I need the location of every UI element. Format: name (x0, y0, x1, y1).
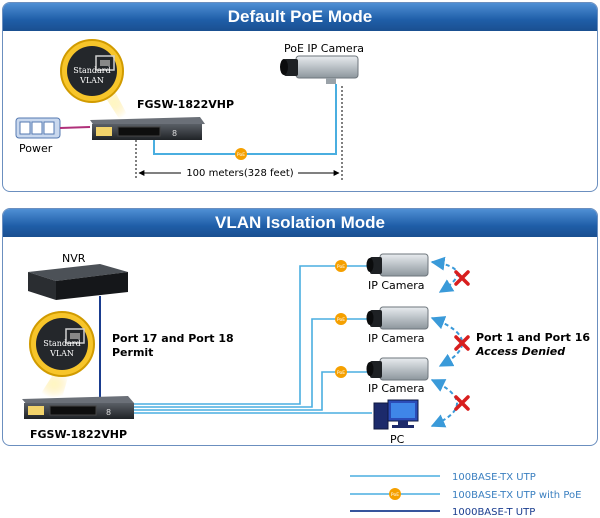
poe-marker-camera-2: PoE (335, 313, 347, 325)
standard-vlan-badge-bottom (29, 311, 95, 398)
badge-top-line1: Standard (73, 66, 110, 75)
permit-label-line2: Permit (112, 346, 153, 359)
poe-marker-camera-1-label: PoE (337, 264, 345, 270)
deny-x-icon-3 (454, 395, 470, 411)
power-label: Power (19, 142, 53, 155)
deny-arrow-2 (430, 316, 463, 367)
poe-ip-camera-icon (280, 55, 359, 84)
ip-camera-2-icon (366, 306, 429, 330)
poe-ip-camera-label: PoE IP Camera (284, 42, 364, 55)
poe-marker-camera-2-label: PoE (337, 317, 345, 323)
badge-bottom-line2: VLAN (49, 349, 74, 358)
ip-camera-3-icon (366, 357, 429, 381)
distance-label: 100 meters(328 feet) (186, 168, 293, 179)
pc-icon (373, 399, 419, 430)
legend-poe-marker (389, 488, 401, 500)
legend-label-utp: 100BASE-TX UTP (452, 472, 536, 483)
deny-arrow-1 (430, 256, 459, 293)
ip-camera-1-icon (366, 253, 429, 277)
poe-marker-camera-1: PoE (335, 260, 347, 272)
denied-label-line1: Port 1 and Port 16 (476, 331, 590, 344)
poe-marker-camera-3-label: PoE (337, 370, 345, 376)
top-switch-icon: 8 (90, 117, 205, 140)
denied-label-line2: Access Denied (475, 345, 565, 358)
poe-marker-top-label: PoE (237, 152, 245, 158)
power-cable (59, 126, 91, 129)
permit-label-line1: Port 17 and Port 18 (112, 332, 234, 345)
ip-camera-3-label: IP Camera (368, 382, 425, 395)
badge-top-line2: VLAN (79, 76, 104, 85)
legend-label-gigabit: 1000BASE-T UTP (452, 507, 535, 518)
ip-camera-2-label: IP Camera (368, 332, 425, 345)
nvr-icon (28, 264, 128, 300)
deny-x-icon-2 (454, 335, 470, 351)
vlan-isolation-title: VLAN Isolation Mode (3, 209, 597, 237)
bottom-switch-icon: 8 (22, 396, 134, 419)
poe-marker-top: PoE (235, 148, 247, 160)
legend: 100BASE-TX UTP PoE 100BASE-TX UTP with P… (350, 472, 581, 518)
bottom-switch-label: FGSW-1822VHP (30, 428, 127, 441)
svg-text:8: 8 (172, 129, 177, 138)
ip-camera-1-label: IP Camera (368, 279, 425, 292)
pc-label: PC (390, 433, 405, 446)
nvr-label: NVR (62, 252, 86, 265)
power-outlet-icon (15, 117, 61, 139)
standard-vlan-badge-top (60, 39, 130, 120)
top-switch-label: FGSW-1822VHP (137, 98, 234, 111)
svg-text:8: 8 (106, 408, 111, 417)
deny-arrow-3 (430, 379, 458, 428)
default-poe-title: Default PoE Mode (3, 3, 597, 31)
legend-label-poe: 100BASE-TX UTP with PoE (452, 490, 581, 501)
legend-poe-marker-label: PoE (391, 492, 399, 498)
deny-x-icon-1 (454, 270, 470, 286)
badge-bottom-line1: Standard (43, 339, 80, 348)
poe-marker-camera-3: PoE (335, 366, 347, 378)
